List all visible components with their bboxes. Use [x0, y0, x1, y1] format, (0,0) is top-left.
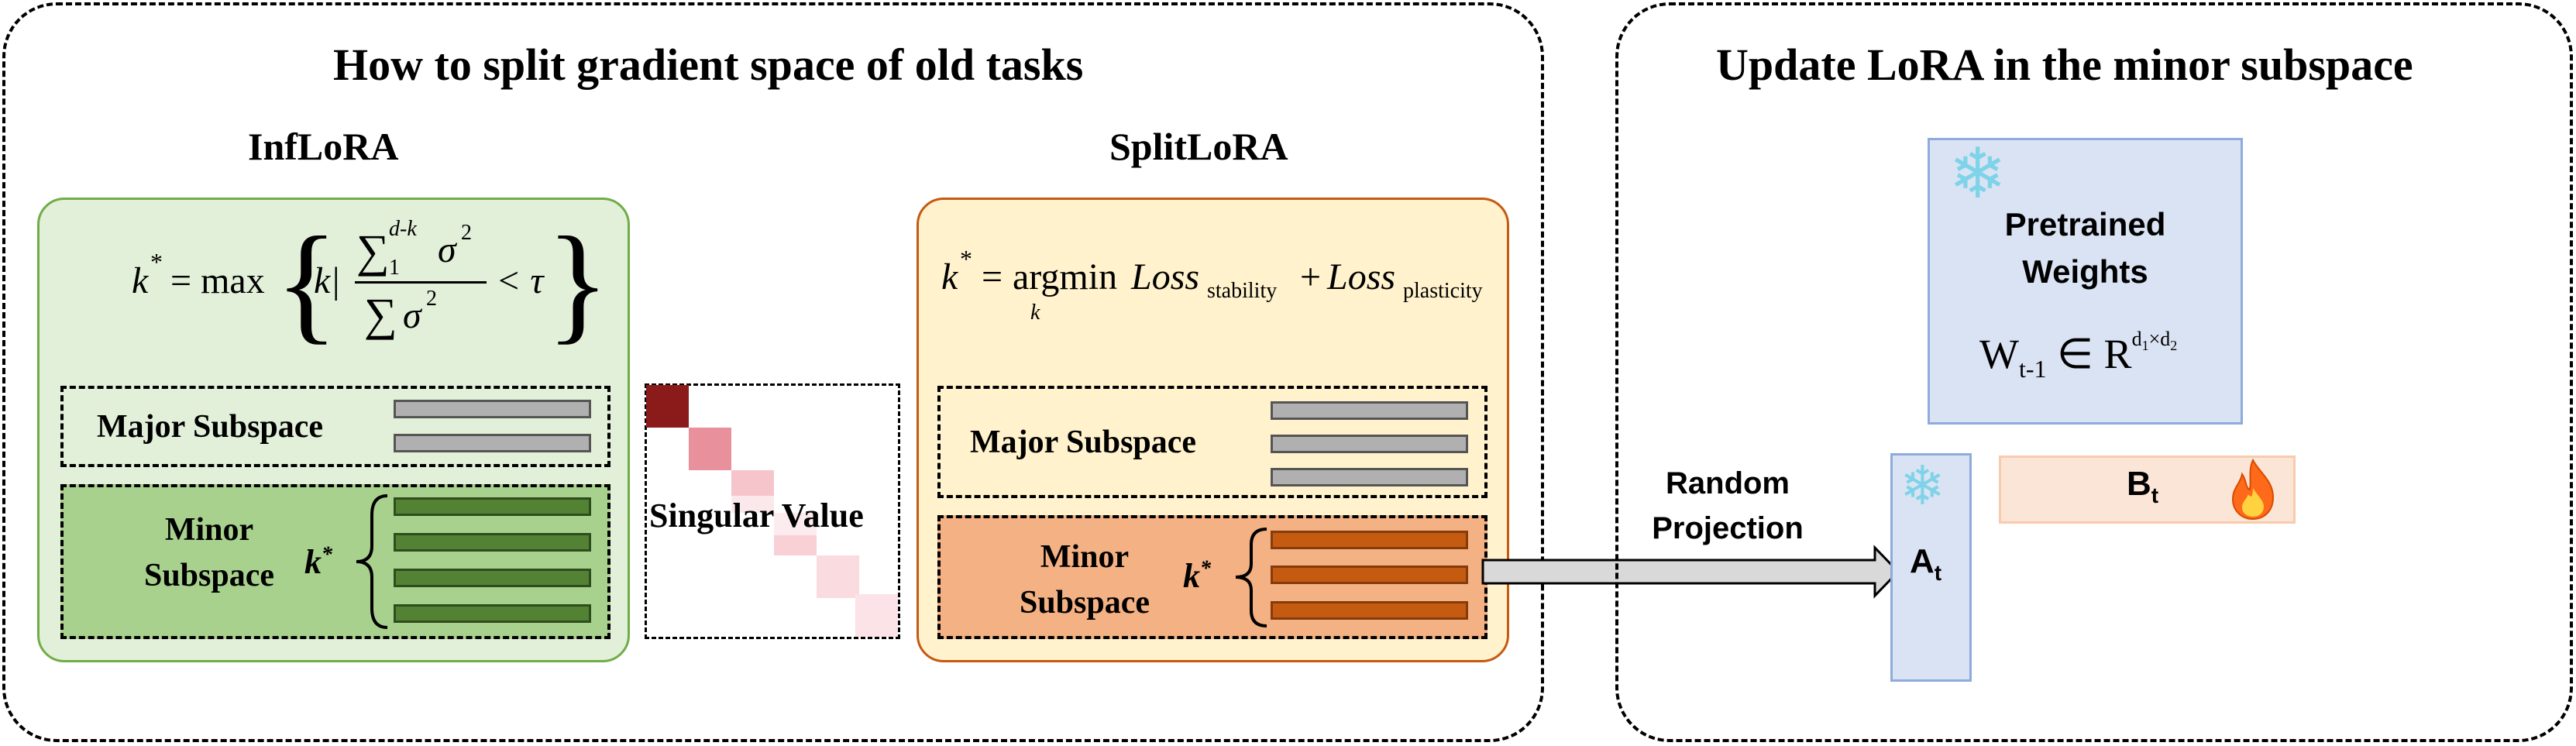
random-projection-label: Random Projection [1652, 466, 1804, 545]
splitlora-minor-bar [1271, 531, 1468, 549]
splitlora-minor-label: Minor Subspace [1019, 539, 1150, 621]
lora-a-box [1890, 453, 1972, 682]
inflora-major-bar [394, 434, 591, 452]
inflora-title: InfLoRA [248, 125, 399, 168]
singular-value-label: Singular Value [649, 496, 864, 535]
splitlora-minor-bar [1271, 601, 1468, 620]
inflora-k-star: k* [304, 542, 332, 581]
snowflake-icon: ❄ [1948, 133, 2007, 215]
splitlora-major-bar [1271, 468, 1468, 486]
splitlora-title: SplitLoRA [1109, 125, 1288, 168]
singular-value-cell [646, 385, 689, 428]
splitlora-k-star: k* [1183, 556, 1211, 595]
singular-value-matrix [645, 383, 900, 639]
right-panel-title: Update LoRA in the minor subspace [1716, 40, 2413, 90]
arrow-right-icon [1481, 545, 1900, 599]
splitlora-major-label: Major Subspace [970, 425, 1197, 460]
lora-a-label: At [1910, 542, 1942, 585]
singular-value-cell [689, 428, 731, 470]
pretrained-weights-label: Pretrained Weights [2004, 206, 2166, 290]
inflora-formula: k * = max { k| ∑ d-k 1 σ 2 ∑ σ 2 < τ } [132, 210, 610, 356]
splitlora-major-subspace [937, 386, 1487, 498]
brace-icon [1235, 528, 1267, 627]
right-panel [1615, 2, 2573, 742]
inflora-major-label: Major Subspace [97, 409, 324, 445]
inflora-minor-label: Minor Subspace [143, 512, 275, 593]
splitlora-major-bar [1271, 435, 1468, 453]
singular-value-cell [817, 555, 859, 598]
splitlora-major-bar [1271, 401, 1468, 420]
splitlora-formula: k * = argmin k Loss stability + Loss pla… [941, 245, 1483, 325]
inflora-minor-bar [394, 569, 591, 587]
pretrained-weights-box [1928, 138, 2243, 425]
inflora-minor-bar [394, 604, 591, 623]
inflora-major-bar [394, 400, 591, 418]
inflora-minor-bar [394, 533, 591, 552]
fire-icon [2231, 458, 2275, 521]
inflora-major-subspace [60, 386, 610, 467]
splitlora-minor-bar [1271, 566, 1468, 584]
brace-icon [356, 494, 388, 629]
singular-value-cell [855, 594, 898, 637]
inflora-minor-bar [394, 497, 591, 516]
lora-b-label: Bt [2127, 465, 2159, 507]
snowflake-icon: ❄ [1900, 454, 1945, 517]
left-panel [2, 2, 1544, 742]
left-panel-title: How to split gradient space of old tasks [333, 40, 1084, 90]
pretrained-weights-formula: Wt-1 ∈ Rd1×d2 [1979, 328, 2178, 383]
